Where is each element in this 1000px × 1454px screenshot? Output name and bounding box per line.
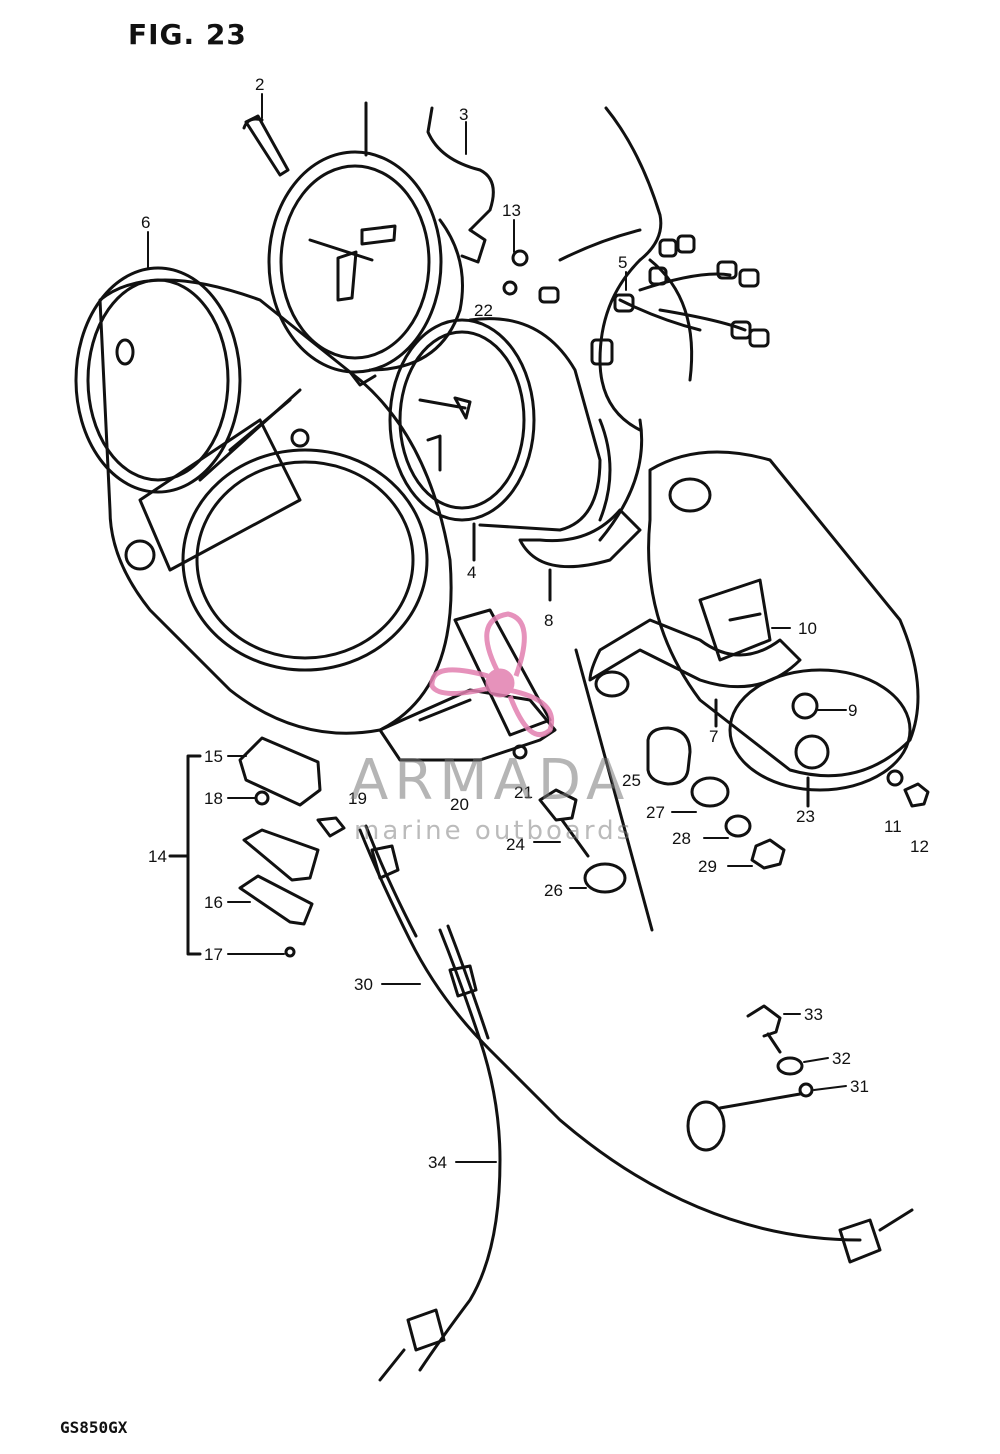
callout-17: 17 <box>204 945 223 964</box>
nut-part <box>903 782 930 808</box>
bolt-part <box>746 1004 782 1054</box>
callout-27: 27 <box>646 803 665 822</box>
callout-18: 18 <box>204 789 223 808</box>
screw-17-part <box>284 946 296 958</box>
wiring-harness-part <box>502 106 770 542</box>
callout-32: 32 <box>832 1049 851 1068</box>
callout-31: 31 <box>850 1077 869 1096</box>
callout-26: 26 <box>544 881 563 900</box>
callout-19: 19 <box>348 789 367 808</box>
washer-32-part <box>776 1056 804 1076</box>
model-code: GS850GX <box>60 1418 128 1437</box>
figure-title: FIG. 23 <box>128 18 247 51</box>
cable-part <box>358 824 914 1382</box>
callout-30: 30 <box>354 975 373 994</box>
callout-8: 8 <box>544 611 553 630</box>
callout-10: 10 <box>798 619 817 638</box>
bracket-14-part <box>186 754 202 956</box>
callout-6: 6 <box>141 213 150 232</box>
callout-15: 15 <box>204 747 223 766</box>
callout-11: 11 <box>884 817 902 836</box>
wire-part <box>426 106 495 232</box>
callout-2: 2 <box>255 75 264 94</box>
speedometer-part <box>267 101 487 387</box>
screw-21-part <box>512 744 528 760</box>
watermark-tagline: marine outboards <box>354 816 634 846</box>
callout-29: 29 <box>698 857 717 876</box>
callout-5: 5 <box>618 253 627 272</box>
meter-cover-part <box>74 266 453 735</box>
callout-16: 16 <box>204 893 223 912</box>
watermark-brand: ARMADA <box>350 748 631 813</box>
callout-12: 12 <box>910 837 929 856</box>
callout-13: 13 <box>502 201 521 220</box>
callout-25: 25 <box>622 771 641 790</box>
callout-20: 20 <box>450 795 469 814</box>
callout-33: 33 <box>804 1005 823 1024</box>
callout-21: 21 <box>514 783 533 802</box>
bulb-socket-part <box>242 114 290 177</box>
callout-28: 28 <box>672 829 691 848</box>
indicator-housing-part <box>238 736 346 926</box>
callout-9: 9 <box>848 701 857 720</box>
screw-18-part <box>254 790 270 806</box>
callout-23: 23 <box>796 807 815 826</box>
watermark-logo-icon <box>429 611 554 738</box>
washer-part <box>886 769 904 787</box>
callout-24: 24 <box>506 835 525 854</box>
mounting-hardware-part <box>538 648 786 932</box>
bracket-plate-part <box>698 578 772 662</box>
callout-7: 7 <box>709 727 718 746</box>
callout-34: 34 <box>428 1153 447 1172</box>
callout-3: 3 <box>459 105 468 124</box>
tachometer-part <box>388 317 602 562</box>
meter-case-part <box>647 450 920 808</box>
callout-14: 14 <box>148 847 167 866</box>
callout-4: 4 <box>467 563 476 582</box>
callout-22: 22 <box>474 301 493 320</box>
strap-part <box>686 1082 814 1152</box>
gauge-holder-part <box>518 508 642 569</box>
bracket-part <box>588 618 802 728</box>
fuse-box-part <box>378 608 557 762</box>
